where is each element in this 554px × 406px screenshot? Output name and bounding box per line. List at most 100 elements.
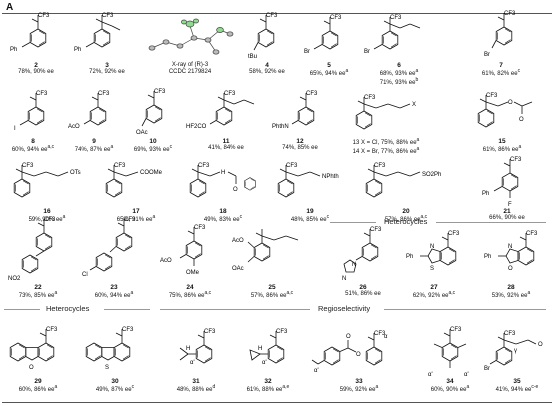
svg-text:COOMe: COOMe [140,170,163,176]
compound-number: 17 [132,208,140,215]
compound-result: 57%, 86% eea,c [250,290,294,300]
compound-number: 11 [222,138,230,145]
svg-text:CF3: CF3 [22,163,34,169]
svg-text:HF2CO: HF2CO [186,124,207,130]
panel-label: A [6,2,14,13]
svg-text:I: I [14,126,16,132]
heterocycles-heading-top: Heterocycles [384,217,428,226]
compound-27: Ph S N CF3 27 62%, 92% eea,c [398,226,470,300]
svg-text:CF3: CF3 [38,13,50,19]
compound-result: 61%, 82% eec [481,68,521,78]
svg-text:CF3: CF3 [370,227,382,233]
svg-text:Br: Br [364,49,370,55]
compound-number: 23 [110,284,118,291]
compound-number: 27 [430,284,438,291]
svg-text:α': α' [428,372,433,378]
compound-result: 48%, 85% eec [290,214,330,224]
compound-2-structure: Ph CF3 [10,13,50,53]
svg-text:S: S [105,365,109,371]
compound-33: O O α' α CF3 33 59%, 92% eea [304,314,414,394]
compound-result: 58%, 92% ee [249,69,285,76]
compound-21: Ph F CF3 21 66%, 90% ee [472,146,542,222]
compound-result: 41%, 94% eec-e [495,384,539,394]
bottom-rule [2,402,552,403]
svg-text:CF3: CF3 [198,163,210,169]
compound-34: α' α' CF3 34 60%, 90% eea [420,314,480,394]
svg-text:tBu: tBu [248,54,257,60]
regioselectivity-line-left [160,309,310,310]
svg-text:CF3: CF3 [286,163,298,169]
svg-text:O: O [356,352,361,358]
svg-text:CF3: CF3 [390,15,402,21]
compound-6-structure: Br CF3 [364,15,421,55]
compound-result: 72%, 92% ee [89,69,125,76]
compound-30: S CF3 30 49%, 87% eec [82,314,148,394]
compound-26: N N CF3 26 51%, 86% ee [332,226,394,298]
compound-number: 28 [507,284,515,291]
svg-text:OMe: OMe [186,270,200,276]
svg-text:CF3: CF3 [364,95,376,101]
compound-34-structure: α' α' CF3 [428,327,469,378]
compound-16: OTs CF3 16 59%,90% eea [4,158,90,224]
svg-text:Ph: Ph [10,47,17,53]
compound-3: Ph CF3 3 72%, 92% ee [72,8,142,76]
xray-structure: X-ray of (R)-3 CCDC 2179824 [146,14,234,75]
compound-27-structure: Ph S N CF3 [406,231,460,272]
compound-number: 16 [43,208,51,215]
compound-number: 25 [268,284,276,291]
svg-text:Ph: Ph [484,254,491,260]
compound-result: 48%, 88% eed [176,384,216,394]
compound-15-structure: O O CF3 [477,93,533,128]
compound-29-structure: O CF3 [9,327,58,371]
compound-24: AcO OMe CF3 24 75%, 86% eea,c [158,220,222,300]
compound-5: Br CF3 5 65%, 94% eea [302,8,356,78]
compound-number: 21 [503,208,511,215]
compound-number: 20 [402,208,410,215]
compound-7-structure: Br CF3 [484,11,516,58]
compound-number: 5 [327,62,331,69]
compound-number: 12 [296,138,304,145]
compound-9-structure: AcO CF3 [68,91,110,130]
svg-text:Cl: Cl [82,272,88,278]
compound-result: 49%, 87% eec [95,384,135,394]
svg-text:CF3: CF3 [122,327,134,333]
svg-text:CF3: CF3 [224,91,236,97]
compound-number: 15 [498,138,506,145]
svg-text:X: X [412,102,416,108]
svg-text:F: F [508,202,512,208]
heterocycles-bottom-line-left [4,309,40,310]
svg-text:CF3: CF3 [276,329,288,335]
svg-text:H: H [221,170,225,176]
compound-result: 49%, 83% eec [203,214,243,224]
compound-result: 66%, 90% ee [489,215,525,222]
compound-33-structure: O O α' α CF3 [311,331,388,374]
compound-19: NPhth CF3 19 48%, 85% eec [268,158,352,224]
svg-text:N: N [508,244,512,250]
svg-text:N: N [342,276,346,282]
xray-caption-line2: CCDC 2179824 [168,68,212,75]
heterocycles-line-left [330,222,376,223]
compound-20: SO2Ph CF3 20 57%, 86% eea,c [356,158,456,224]
svg-text:PhthN: PhthN [272,124,289,130]
top-rule [2,13,552,14]
svg-text:OTs: OTs [70,170,81,176]
compound-22: NO2 CF3 22 73%, 85% eea [6,216,70,300]
svg-text:CF3: CF3 [36,91,48,97]
compound-result: 61%, 86% eea [482,144,522,154]
svg-text:SO2Ph: SO2Ph [422,172,441,178]
svg-text:AcO: AcO [68,124,80,130]
svg-text:AcO: AcO [160,258,172,264]
compound-6: Br CF3 6 68%, 93% eea 71%, 93% eeb [362,8,436,86]
compound-result: 69%, 93% eec [133,144,173,154]
compound-19-structure: NPhth CF3 [277,163,339,198]
compound-10: OAc CF3 10 69%, 93% eec [126,86,180,154]
compound-13-result: 13 X = Cl, 75%, 88% eea [352,137,420,146]
compound-31-structure: H α' CF3 [179,329,216,366]
compound-number: 35 [513,378,521,385]
compound-4-structure: tBu CF3 [248,13,278,60]
heterocycles-line-right [436,222,546,223]
compound-14-result: 14 X = Br, 77%, 86% eea [352,145,420,155]
compound-result: 57%, 86% eea,c [384,214,428,224]
svg-text:α': α' [314,368,319,374]
compound-20-structure: SO2Ph CF3 [365,163,441,198]
